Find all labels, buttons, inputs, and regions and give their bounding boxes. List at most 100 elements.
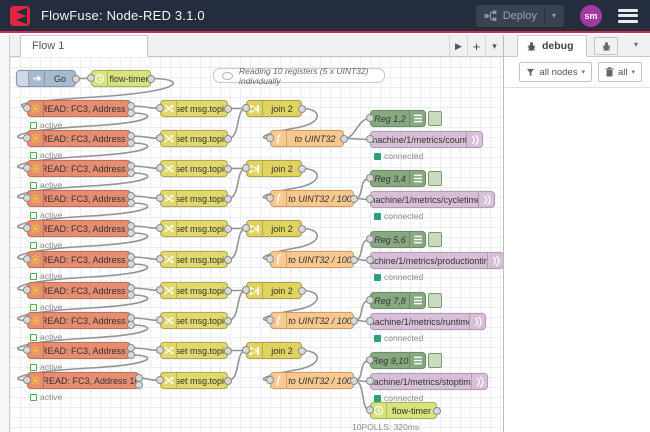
read-node[interactable]: READ: FC3, Address 8 — [27, 312, 131, 329]
set-topic-node[interactable]: set msg.topic — [160, 282, 228, 299]
set-topic-node-output-port[interactable] — [224, 255, 232, 264]
function-node-output-port[interactable] — [340, 134, 348, 143]
flow-timer-node-output-port[interactable] — [433, 406, 441, 415]
set-topic-node-output-port[interactable] — [224, 164, 232, 173]
read-node-output-port[interactable] — [127, 139, 135, 147]
read-node-input-port[interactable] — [23, 134, 31, 142]
set-topic-node[interactable]: set msg.topic — [160, 312, 228, 329]
read-node-input-port[interactable] — [23, 164, 31, 172]
read-node-output-port[interactable] — [127, 109, 135, 117]
deploy-caret-icon[interactable]: ▾ — [551, 11, 556, 20]
set-topic-node-output-port[interactable] — [224, 316, 232, 325]
set-topic-node[interactable]: set msg.topic — [160, 190, 228, 207]
set-topic-node-input-port[interactable] — [156, 194, 164, 202]
debug-toggle-button[interactable] — [428, 232, 442, 247]
debug-node-input-port[interactable] — [366, 114, 374, 122]
read-node[interactable]: READ: FC3, Address 10 — [27, 372, 139, 389]
flow-canvas[interactable]: Go flow-timer Reading 10 registers (5 x UI… — [10, 57, 503, 432]
debug-node[interactable]: Reg 3,4 — [370, 170, 426, 187]
mqtt-out-node-input-port[interactable] — [366, 377, 374, 385]
set-topic-node-output-port[interactable] — [224, 134, 232, 143]
debug-node[interactable]: Reg 1,2 — [370, 110, 426, 127]
mqtt-out-node[interactable]: machine/1/metrics/productiontime — [370, 252, 503, 269]
read-node-output-port[interactable] — [127, 199, 135, 207]
function-node-output-port[interactable] — [350, 194, 358, 203]
read-node-output-port[interactable] — [127, 321, 135, 329]
mqtt-out-node[interactable]: machine/1/metrics/stoptime — [370, 373, 488, 390]
read-node[interactable]: READ: FC3, Address 6 — [27, 251, 131, 268]
tab-debug[interactable]: debug — [517, 35, 587, 57]
read-node[interactable]: READ: FC3, Address 9 — [27, 342, 131, 359]
read-node-output-port[interactable] — [127, 351, 135, 359]
read-node-input-port[interactable] — [23, 104, 31, 112]
debug-toggle-button[interactable] — [428, 111, 442, 126]
tab-scroll-icon[interactable]: ▶ — [449, 35, 467, 57]
join-node[interactable]: join 2 — [246, 220, 302, 237]
flow-timer-node[interactable]: flow-timer — [370, 402, 437, 419]
debug-node-input-port[interactable] — [366, 356, 374, 364]
read-node-output-port[interactable] — [127, 291, 135, 299]
inject-node-button[interactable] — [17, 71, 29, 86]
mqtt-out-node-input-port[interactable] — [366, 256, 374, 264]
read-node[interactable]: READ: FC3, Address 2 — [27, 130, 131, 147]
add-flow-button[interactable]: + — [467, 35, 485, 57]
function-node-input-port[interactable] — [266, 376, 274, 384]
read-node[interactable]: READ: FC3, Address 4 — [27, 190, 131, 207]
set-topic-node[interactable]: set msg.topic — [160, 130, 228, 147]
join-node-output-port[interactable] — [298, 346, 306, 355]
join-node-output-port[interactable] — [298, 286, 306, 295]
join-node-output-port[interactable] — [298, 224, 306, 233]
debug-node[interactable]: Reg 9,10 — [370, 352, 426, 369]
debug-node-input-port[interactable] — [366, 235, 374, 243]
read-node-input-port[interactable] — [23, 376, 31, 384]
flow-timer-node-output-port[interactable] — [147, 74, 155, 83]
mqtt-out-node-input-port[interactable] — [366, 135, 374, 143]
tab-flow-1[interactable]: Flow 1 — [20, 35, 148, 57]
join-node-input-port[interactable] — [242, 104, 250, 112]
set-topic-node-output-port[interactable] — [224, 286, 232, 295]
join-node[interactable]: join 2 — [246, 282, 302, 299]
join-node-output-port[interactable] — [298, 104, 306, 113]
read-node-output-port[interactable] — [135, 381, 143, 389]
comment-node[interactable]: Reading 10 registers (5 x UINT32) indivi… — [213, 66, 385, 86]
read-node-input-port[interactable] — [23, 255, 31, 263]
mqtt-out-node[interactable]: machine/1/metrics/cycletime — [370, 191, 495, 208]
flow-timer-node[interactable]: flow-timer — [91, 70, 151, 87]
deploy-button[interactable]: Deploy ▾ — [475, 4, 564, 27]
flow-list-caret-icon[interactable]: ▾ — [485, 35, 503, 57]
set-topic-node-output-port[interactable] — [224, 194, 232, 203]
debug-node-input-port[interactable] — [366, 296, 374, 304]
debug-toggle-button[interactable] — [428, 293, 442, 308]
read-node-input-port[interactable] — [23, 224, 31, 232]
inject-node[interactable]: Go — [16, 70, 76, 87]
read-node-input-port[interactable] — [23, 194, 31, 202]
read-node[interactable]: READ: FC3, Address 1 — [27, 100, 131, 117]
set-topic-node-output-port[interactable] — [224, 104, 232, 113]
mqtt-out-node-input-port[interactable] — [366, 195, 374, 203]
set-topic-node[interactable]: set msg.topic — [160, 160, 228, 177]
debug-toggle-button[interactable] — [428, 353, 442, 368]
join-node-output-port[interactable] — [298, 164, 306, 173]
read-node-input-port[interactable] — [23, 346, 31, 354]
set-topic-node-input-port[interactable] — [156, 164, 164, 172]
sidebar-options-caret-icon[interactable]: ▾ — [633, 40, 638, 49]
read-node-output-port[interactable] — [127, 260, 135, 268]
inject-node-output-port[interactable] — [72, 74, 80, 83]
set-topic-node-input-port[interactable] — [156, 376, 164, 384]
join-node[interactable]: join 2 — [246, 160, 302, 177]
set-topic-node-input-port[interactable] — [156, 255, 164, 263]
debug-filter-button[interactable]: all nodes ▾ — [519, 62, 592, 82]
set-topic-node-output-port[interactable] — [224, 376, 232, 385]
set-topic-node-input-port[interactable] — [156, 224, 164, 232]
read-node-output-port[interactable] — [127, 169, 135, 177]
set-topic-node-input-port[interactable] — [156, 104, 164, 112]
set-topic-node[interactable]: set msg.topic — [160, 342, 228, 359]
debug-clear-button[interactable]: all ▾ — [597, 62, 642, 82]
function-node-input-port[interactable] — [266, 255, 274, 263]
read-node[interactable]: READ: FC3, Address 3 — [27, 160, 131, 177]
set-topic-node-output-port[interactable] — [224, 224, 232, 233]
set-topic-node-input-port[interactable] — [156, 134, 164, 142]
debug-node-input-port[interactable] — [366, 174, 374, 182]
